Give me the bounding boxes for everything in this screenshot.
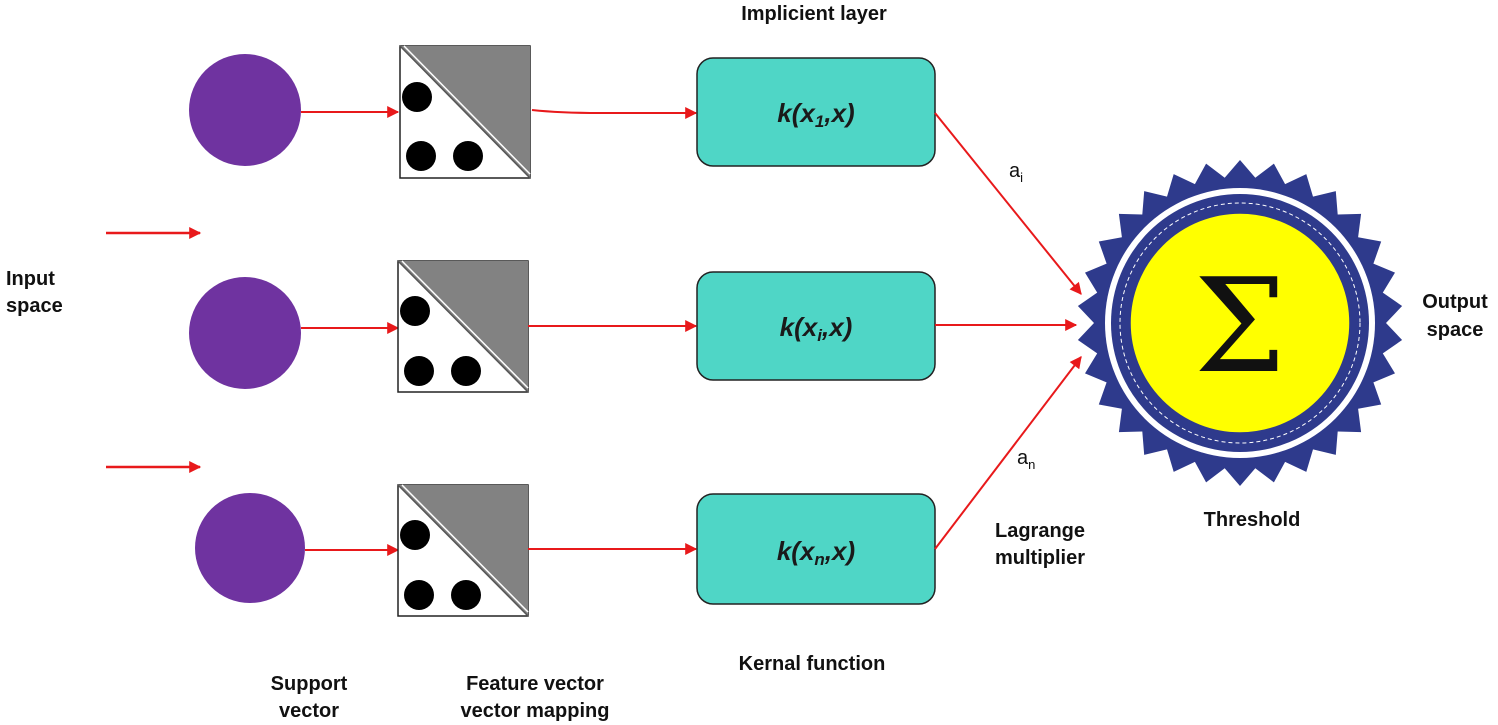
input-space-label: Input space [6,268,63,317]
feature-vector-mapping-label: Feature vector vector mapping [460,673,610,722]
sigma-symbol: Σ [1194,250,1286,402]
support-vector-node-3 [195,493,305,603]
kernel-box-1 [696,57,936,167]
implicient-layer-label: Implicient layer [741,3,887,25]
support-vector-label: Support vector [270,673,348,722]
feature-mapping-icon-3 [397,484,529,617]
kernel-box-3 [696,493,936,605]
support-vector-node-1 [189,54,301,166]
support-vector-node-2 [189,277,301,389]
lagrange-multiplier-label: Lagrange multiplier [994,520,1086,569]
arrow-feature-to-kernel-1 [531,107,698,119]
kernel-label-2: k(xi,x) [780,312,853,345]
threshold-label: Threshold [1203,509,1301,531]
weight-label-ai: ai [1009,160,1024,185]
arrow-kernel-to-sum-1 [934,112,1082,295]
seal-dashed-ring [1119,202,1361,444]
feature-mapping-icon-2 [397,260,529,393]
summation-seal [1077,160,1403,486]
kernal-function-label: Kernal function [738,653,886,675]
kernel-label-1: k(x1,x) [777,98,854,131]
weight-label-an: an [1017,447,1036,472]
seal-yellow-core [1129,212,1351,434]
kernel-label-3: k(xn,x) [777,536,855,569]
arrow-kernel-to-sum-3 [934,356,1082,550]
feature-mapping-icon-1 [399,45,531,179]
output-space-label: Output space [1422,291,1488,341]
